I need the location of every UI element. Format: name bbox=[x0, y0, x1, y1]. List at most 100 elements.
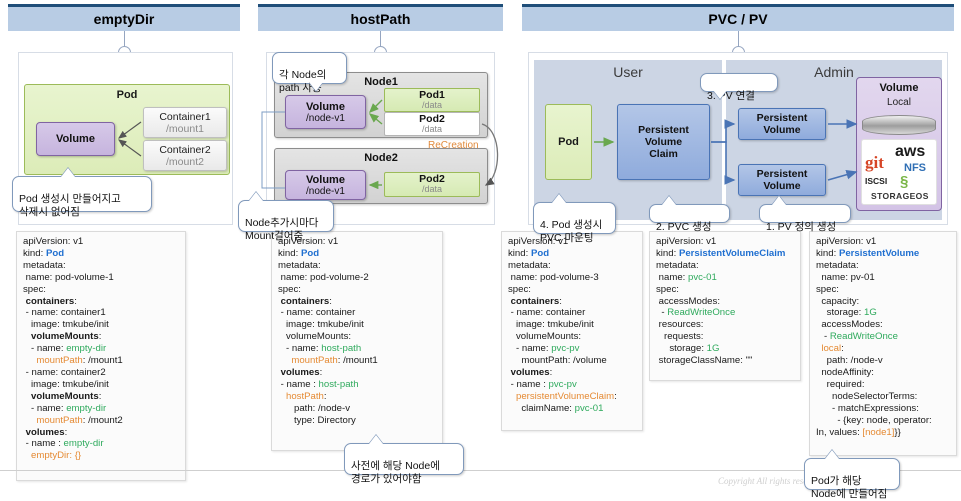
iscsi-logo-icon: ISCSI bbox=[865, 176, 888, 186]
yaml-line: image: tmkube/init bbox=[508, 319, 594, 331]
callout-step2-pvc-create: 2. PVC 생성 bbox=[649, 196, 730, 233]
callout-tail bbox=[552, 194, 566, 203]
pod-name: Pod2 bbox=[419, 173, 445, 186]
emptydir-pod-label: Pod bbox=[116, 89, 138, 101]
yaml-line: path: /node-v bbox=[816, 355, 883, 367]
yaml-line: - name: pvc-pv bbox=[508, 343, 580, 355]
yaml-line: storage: 1G bbox=[656, 343, 720, 355]
yaml-line: - name : pvc-pv bbox=[508, 378, 577, 390]
yaml-line: name: pod-volume-3 bbox=[508, 271, 599, 283]
emptydir-volume: Volume bbox=[36, 122, 115, 156]
callout-text: 4. Pod 생성시 PVC 마운팅 bbox=[540, 219, 603, 245]
container-mount: /mount2 bbox=[166, 155, 204, 168]
yaml-line: - name: empty-dir bbox=[23, 402, 107, 414]
yaml-line: kind: Pod bbox=[508, 247, 550, 259]
connector-pvcpv bbox=[738, 31, 739, 53]
yaml-line: apiVersion: v1 bbox=[816, 236, 877, 247]
pod-mount: /data bbox=[421, 184, 443, 195]
pvcpv-pod: Pod bbox=[545, 104, 592, 180]
yaml-line: claimName: pvc-01 bbox=[508, 402, 604, 414]
yaml-line: - ReadWriteOnce bbox=[656, 307, 736, 319]
yaml-line: - name : host-path bbox=[278, 378, 359, 390]
storageos-logo-icon: STORAGEOS bbox=[871, 191, 929, 201]
copyright-text: Copyright All rights reserved. bbox=[718, 476, 826, 486]
yaml-line: name: pvc-01 bbox=[656, 271, 717, 283]
node-title: Node2 bbox=[364, 152, 398, 164]
storage-subtitle: Local bbox=[887, 97, 911, 108]
yaml-line: resources: bbox=[656, 319, 704, 331]
container-name: Container2 bbox=[159, 143, 211, 156]
container-mount: /mount1 bbox=[166, 122, 204, 135]
yaml-line: spec: bbox=[23, 283, 46, 295]
yaml-line: volumeMounts: bbox=[23, 390, 102, 402]
node-title: Node1 bbox=[364, 76, 398, 88]
pod-name: Pod1 bbox=[419, 88, 445, 101]
volume-label: Volume bbox=[306, 173, 345, 186]
hostpath-node1-volume: Volume /node-v1 bbox=[285, 95, 366, 129]
callout-tail bbox=[825, 450, 839, 459]
pvc-label: Persistent Volume Claim bbox=[638, 123, 689, 161]
pod-mount: /data bbox=[421, 123, 443, 134]
volume-label: Volume bbox=[306, 100, 345, 113]
yaml-line: - name: container2 bbox=[23, 366, 106, 378]
yaml-line: requests: bbox=[656, 331, 704, 343]
yaml-line: kind: Pod bbox=[278, 247, 320, 259]
pod-name: Pod2 bbox=[419, 112, 445, 125]
yaml-line: image: tmkube/init bbox=[23, 378, 109, 390]
volume-path: /node-v1 bbox=[306, 112, 345, 124]
yaml-line: - {key: node, operator: bbox=[816, 414, 932, 426]
yaml-line: apiVersion: v1 bbox=[23, 236, 84, 247]
yaml-line: spec: bbox=[508, 283, 531, 295]
yaml-line: kind: PersistentVolume bbox=[816, 247, 920, 259]
yaml-line: - name: container bbox=[508, 307, 586, 319]
emptydir-container-1: Container1 /mount1 bbox=[143, 107, 227, 138]
yaml-line: In, values: [node1]}} bbox=[816, 426, 901, 438]
yaml-line: volumeMounts: bbox=[278, 331, 352, 343]
yaml-line: metadata: bbox=[23, 259, 66, 271]
yaml-line: accessModes: bbox=[816, 319, 883, 331]
callout-step1-pv-define: 1. PV 정의 생성 bbox=[759, 196, 851, 233]
yaml-line: containers: bbox=[278, 295, 332, 307]
hostpath-node2-pod2: Pod2 /data bbox=[384, 172, 480, 197]
callout-text: 사전에 해당 Node에 경로가 있어야함 bbox=[351, 460, 440, 486]
pod-mount: /data bbox=[421, 99, 443, 110]
callout-text: 1. PV 정의 생성 bbox=[766, 221, 837, 234]
yaml-line: metadata: bbox=[278, 259, 321, 271]
storageos-mark-icon: § bbox=[900, 173, 909, 190]
section-header-emptydir: emptyDir bbox=[8, 4, 240, 31]
storage-disk-icon bbox=[862, 115, 936, 135]
callout-tail bbox=[772, 196, 786, 205]
hostpath-node1-pod1: Pod1 /data bbox=[384, 88, 480, 112]
callout-text: Pod 생성시 만들어지고 삭제시 없어짐 bbox=[19, 193, 121, 219]
container-name: Container1 bbox=[159, 110, 211, 123]
connector-emptydir bbox=[124, 31, 125, 53]
yaml-line: image: tmkube/init bbox=[278, 319, 364, 331]
yaml-line: emptyDir: {} bbox=[31, 450, 82, 462]
volume-path: /node-v1 bbox=[306, 185, 345, 197]
yaml-line: persistentVolumeClaim: bbox=[516, 390, 617, 402]
pvcpv-pv-1: Persistent Volume bbox=[738, 108, 826, 140]
yaml-line: capacity: bbox=[816, 295, 860, 307]
callout-tail bbox=[309, 82, 323, 91]
callout-tail bbox=[662, 196, 676, 205]
yaml-line: - name: host-path bbox=[278, 343, 362, 355]
yaml-line: metadata: bbox=[816, 259, 859, 271]
callout-hostpath-yaml: 사전에 해당 Node에 경로가 있어야함 bbox=[344, 435, 464, 485]
yaml-line: name: pod-volume-1 bbox=[23, 271, 114, 283]
callout-text: Node추가시마다 Mount걸어줌 bbox=[245, 217, 319, 243]
yaml-line: accessModes: bbox=[656, 295, 720, 307]
yaml-line: type: Directory bbox=[278, 414, 356, 426]
emptydir-container-2: Container2 /mount2 bbox=[143, 140, 227, 171]
pvcpv-pvc: Persistent Volume Claim bbox=[617, 104, 710, 180]
yaml-line: - name: container bbox=[278, 307, 356, 319]
callout-tail bbox=[369, 435, 383, 444]
callout-step4-pod-mount: 4. Pod 생성시 PVC 마운팅 bbox=[533, 194, 616, 244]
callout-step3-pv-connect: 3. PV 연결 bbox=[700, 73, 778, 102]
yaml-line: path: /node-v bbox=[278, 402, 350, 414]
